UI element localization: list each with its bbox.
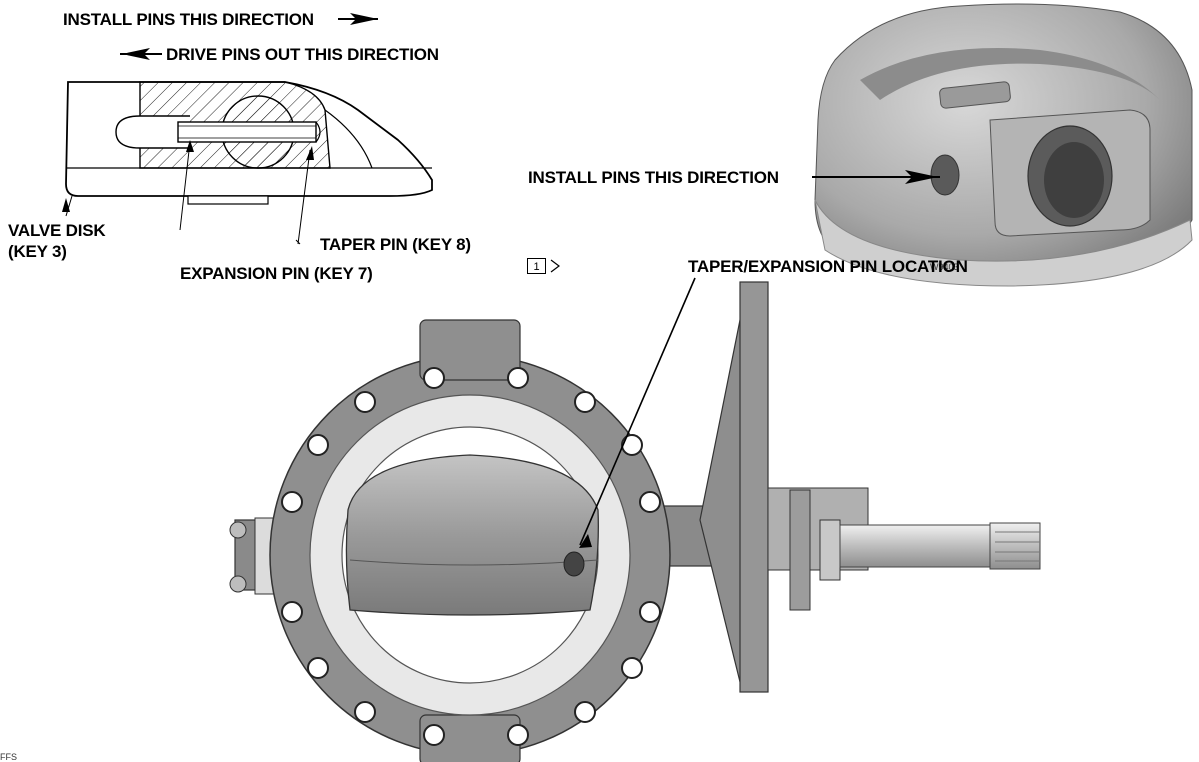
- corner-code: FFS: [0, 752, 17, 762]
- valve-disk-label: VALVE DISK: [8, 221, 106, 240]
- cross-section-drawing: [62, 13, 433, 245]
- pin-location-label: TAPER/EXPANSION PIN LOCATION: [688, 257, 968, 276]
- disk-photo: [812, 3, 1193, 287]
- note-callout-number: 1: [527, 258, 546, 274]
- butterfly-valve-assembly: [229, 259, 1041, 762]
- expansion-pin-label: EXPANSION PIN (KEY 7): [180, 264, 373, 283]
- figure-code: W9403: [930, 262, 959, 272]
- valve-disk-key-label: (KEY 3): [8, 242, 67, 261]
- drive-pins-out-label: DRIVE PINS OUT THIS DIRECTION: [166, 45, 439, 64]
- drive-out-direction-arrow: [120, 48, 162, 60]
- install-direction-arrow: [338, 13, 378, 25]
- install-pins-direction-label: INSTALL PINS THIS DIRECTION: [63, 10, 314, 29]
- install-pins-photo-label: INSTALL PINS THIS DIRECTION: [528, 168, 779, 187]
- taper-pin-label: TAPER PIN (KEY 8): [320, 235, 471, 254]
